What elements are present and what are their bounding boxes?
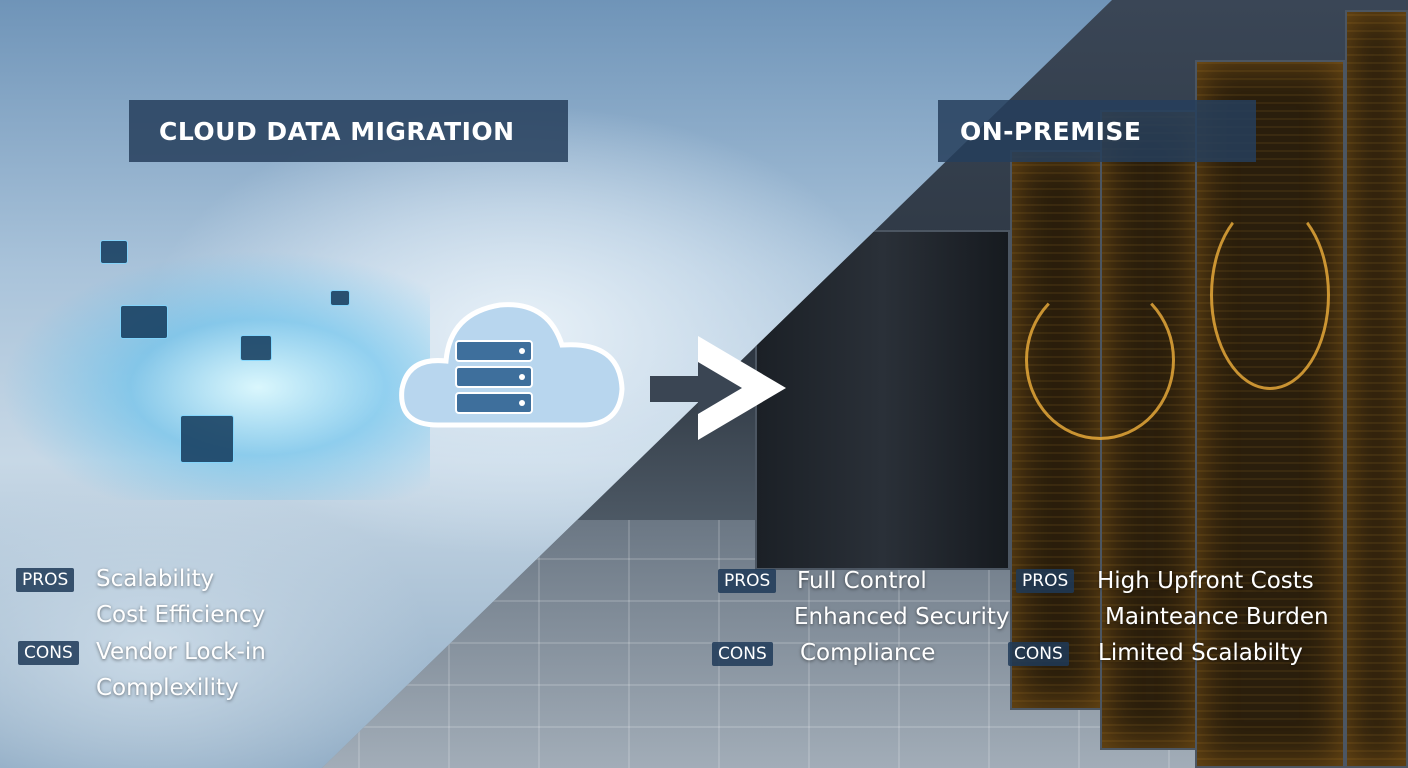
pro-item: Full Control	[797, 568, 927, 594]
pros-tag: PROS	[718, 569, 777, 593]
cable-bundle	[1210, 200, 1330, 390]
pro-item: Cost Efficiency	[96, 602, 266, 628]
cloud-server-icon	[399, 302, 625, 428]
pros-tag: PROS	[16, 568, 75, 592]
pro-item: High Upfront Costs	[1097, 568, 1314, 594]
con-item: Limited Scalabilty	[1098, 640, 1303, 666]
con-item: Complexility	[96, 675, 239, 701]
data-tile	[240, 335, 272, 361]
data-tile	[120, 305, 168, 339]
con-item: Vendor Lock-in	[96, 639, 266, 665]
pro-item: Scalability	[96, 566, 215, 592]
pro-item: Mainteance Burden	[1105, 604, 1329, 630]
data-tile	[330, 290, 350, 306]
on-premise-title: ON-PREMISE	[938, 100, 1256, 162]
chart-tile-icon	[180, 415, 234, 463]
cons-tag: CONS	[18, 641, 79, 665]
cons-tag: CONS	[712, 642, 773, 666]
pros-tag: PROS	[1016, 569, 1075, 593]
server-rack	[1195, 60, 1345, 768]
server-rack	[1345, 10, 1408, 768]
con-item: Compliance	[800, 640, 936, 666]
data-tile	[100, 240, 128, 264]
cable-bundle	[1025, 280, 1175, 440]
cloud-title: CLOUD DATA MIGRATION	[129, 100, 568, 162]
pro-item: Enhanced Security	[794, 604, 1010, 630]
cons-tag: CONS	[1008, 642, 1069, 666]
